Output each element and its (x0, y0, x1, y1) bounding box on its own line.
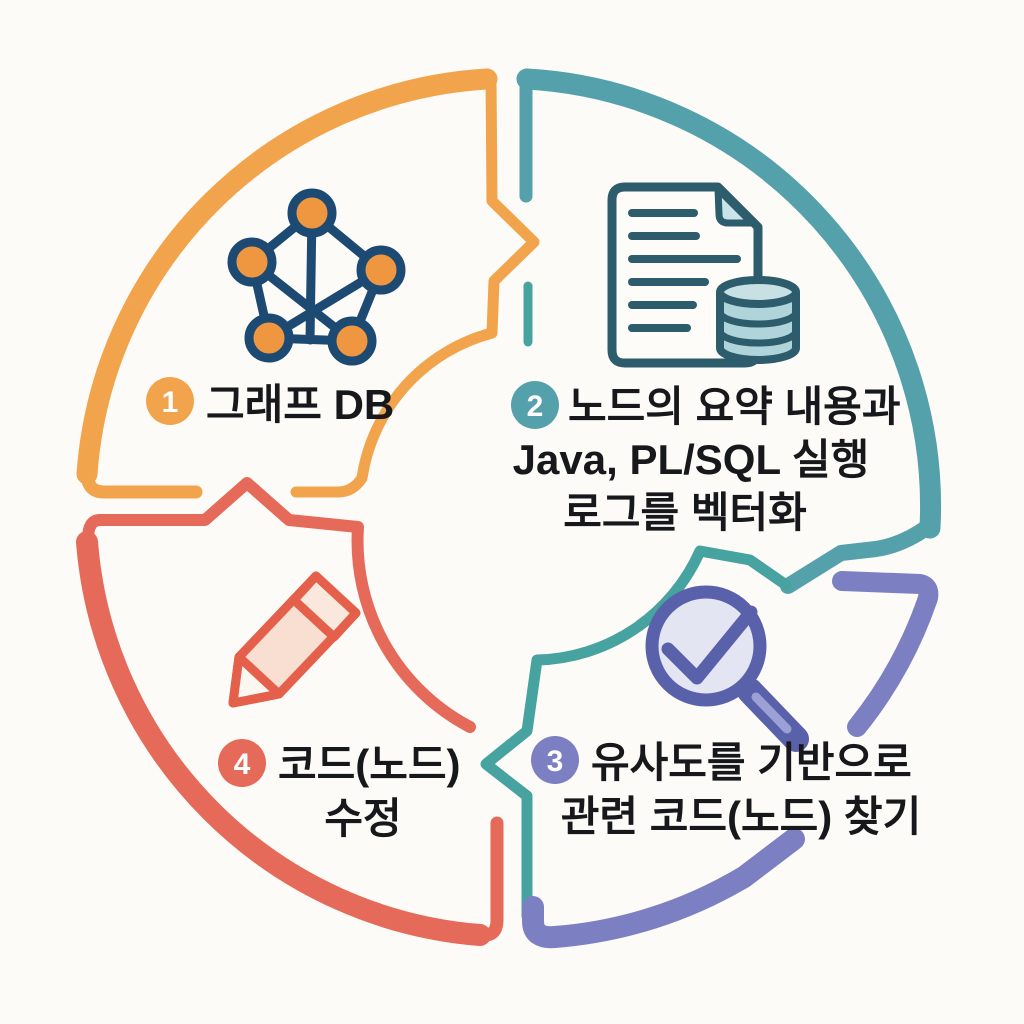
arc-bottom-edge-step4 (474, 816, 504, 942)
arc-outer-step1 (76, 68, 498, 485)
document-database-icon (607, 182, 800, 368)
step3-number-badge (531, 736, 579, 784)
network-nodes (227, 188, 406, 366)
pencil-tip (228, 652, 284, 708)
pencil-eraser (289, 571, 361, 642)
checkmark (661, 605, 758, 685)
arc-chevron-step2 (780, 518, 937, 594)
arc-outer-step2 (516, 68, 942, 539)
magnifier-lens (645, 585, 767, 707)
arc-top-hook-step3 (832, 571, 939, 737)
step2-label-line3: 로그를 벡터화 (563, 489, 807, 536)
step3-label-line1: 유사도를 기반으로 (591, 739, 912, 786)
step3-label-group: 3 유사도를 기반으로 관련 코드(노드) 찾기 (531, 736, 921, 840)
database-cylinder (716, 276, 800, 364)
arc-segment-step2 (480, 68, 942, 922)
arc-segment-step4 (76, 477, 504, 946)
arc-segment-step3 (522, 571, 939, 949)
arc-inner-edge-step1 (290, 72, 540, 498)
step2-label-line2: Java, PL/SQL 실행 (513, 436, 870, 483)
step1-label-line1: 그래프 DB (206, 381, 394, 428)
step1-label-group: 1 그래프 DB (146, 377, 394, 428)
step1-number: 1 (162, 386, 179, 419)
step2-label-line1: 노드의 요약 내용과 (568, 383, 900, 430)
step4-number: 4 (234, 748, 251, 781)
arc-bottom-edge-step1 (80, 466, 203, 499)
step2-number: 2 (527, 390, 544, 423)
arc-segment-step1 (76, 68, 540, 499)
document-fold-corner (714, 185, 756, 227)
pencil-icon (228, 571, 361, 708)
step4-label-group: 4 코드(노드) 수정 (218, 739, 461, 842)
arc-outer-step4 (76, 531, 491, 946)
search-check-icon (645, 585, 809, 752)
step1-number-badge (146, 377, 194, 425)
step3-label-line2: 관련 코드(노드) 찾기 (561, 793, 921, 840)
network-graph-icon (227, 188, 406, 366)
document-text-lines (628, 209, 741, 332)
arc-top-edge-step4 (82, 477, 476, 733)
step3-number: 3 (547, 745, 564, 778)
arc-inner-line-step3-boundary (480, 545, 792, 922)
step2-number-badge (511, 381, 559, 429)
step2-label-group: 2 노드의 요약 내용과 Java, PL/SQL 실행 로그를 벡터화 (511, 381, 900, 536)
magnifier-handle-highlight (751, 692, 792, 734)
step4-number-badge (218, 739, 266, 787)
step4-label-line2: 수정 (324, 795, 401, 842)
arc-bottom-step3 (522, 828, 805, 949)
step4-label-line1: 코드(노드) (278, 741, 461, 788)
